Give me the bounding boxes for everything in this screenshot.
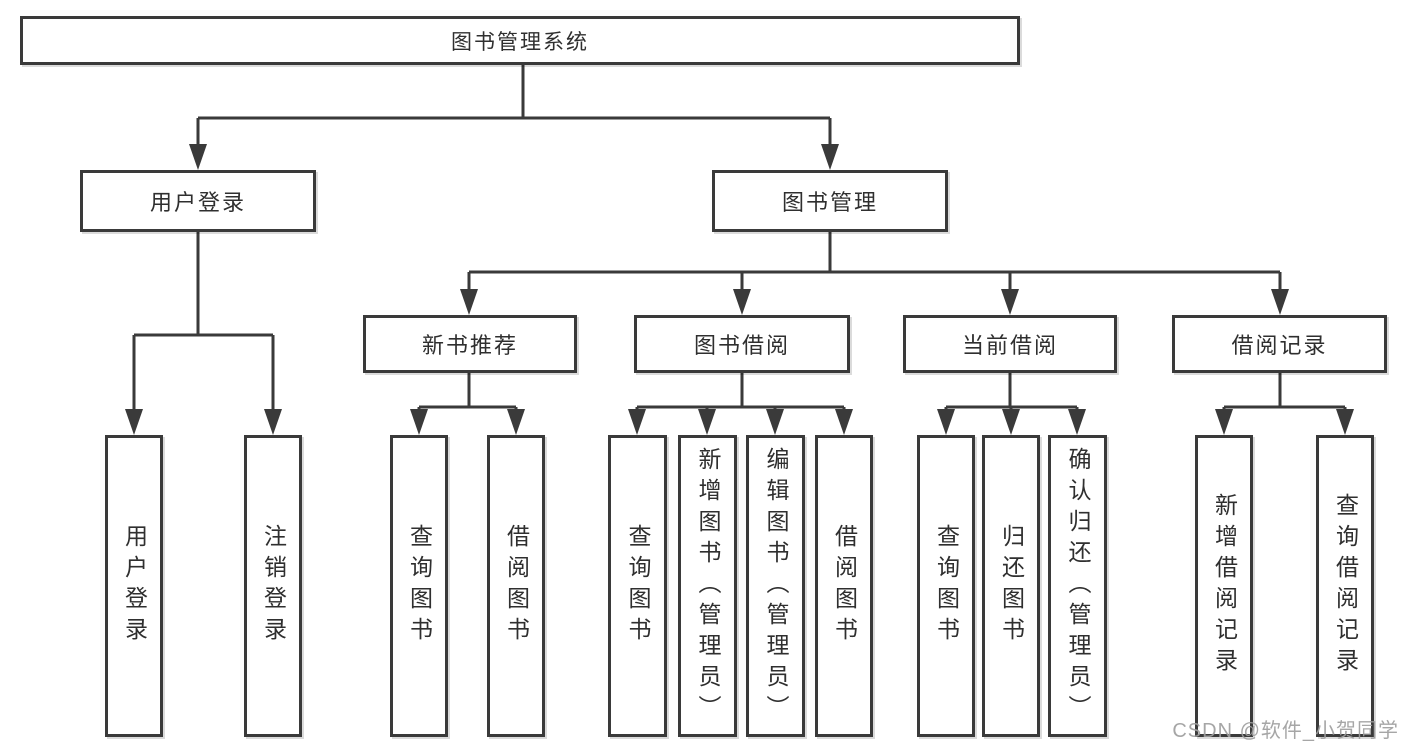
leaf-cb-return-books-label: 归还图书 bbox=[998, 524, 1025, 648]
leaf-bb-borrow-books: 借阅图书 bbox=[815, 435, 873, 737]
leaf-user-login: 用户登录 bbox=[105, 435, 163, 737]
node-book-borrowing: 图书借阅 bbox=[634, 315, 850, 373]
leaf-logout-login: 注销登录 bbox=[244, 435, 302, 737]
leaf-bb-add-books-admin-label: 新增图书（管理员） bbox=[695, 446, 721, 726]
leaf-cb-query-books: 查询图书 bbox=[917, 435, 975, 737]
node-borrowing-records: 借阅记录 bbox=[1172, 315, 1387, 373]
leaf-nb-query-books-label: 查询图书 bbox=[406, 524, 433, 648]
leaf-cb-confirm-return-admin-label: 确认归还（管理员） bbox=[1065, 446, 1091, 726]
node-current-borrowing: 当前借阅 bbox=[903, 315, 1117, 373]
leaf-logout-login-label: 注销登录 bbox=[260, 524, 287, 648]
leaf-br-add-borrow-record-label: 新增借阅记录 bbox=[1211, 493, 1238, 679]
node-new-book-recommendation: 新书推荐 bbox=[363, 315, 577, 373]
leaf-cb-return-books: 归还图书 bbox=[982, 435, 1040, 737]
node-current-borrowing-label: 当前借阅 bbox=[961, 333, 1058, 358]
leaf-cb-confirm-return-admin: 确认归还（管理员） bbox=[1048, 435, 1107, 737]
connector-root bbox=[198, 65, 830, 120]
connector-book-borrowing bbox=[637, 373, 844, 409]
leaf-bb-borrow-books-label: 借阅图书 bbox=[831, 524, 858, 648]
leaf-nb-query-books: 查询图书 bbox=[390, 435, 448, 737]
node-library-system-label: 图书管理系统 bbox=[451, 30, 589, 54]
node-new-book-recommendation-label: 新书推荐 bbox=[421, 333, 518, 358]
leaf-user-login-label: 用户登录 bbox=[121, 524, 148, 648]
arrowhead-user-login bbox=[189, 144, 207, 170]
connector-user-login bbox=[134, 232, 273, 337]
leaf-nb-borrow-books: 借阅图书 bbox=[487, 435, 545, 737]
leaf-bb-query-books: 查询图书 bbox=[608, 435, 667, 737]
leaf-bb-edit-books-admin: 编辑图书（管理员） bbox=[746, 435, 805, 737]
connector-borrowing-records bbox=[1224, 373, 1345, 409]
leaf-nb-borrow-books-label: 借阅图书 bbox=[503, 524, 530, 648]
node-user-login: 用户登录 bbox=[80, 170, 316, 232]
leaf-br-query-borrow-record: 查询借阅记录 bbox=[1316, 435, 1374, 737]
node-book-management-label: 图书管理 bbox=[781, 190, 878, 215]
watermark: CSDN @软件_小贺同学 bbox=[1172, 720, 1399, 742]
leaf-cb-query-books-label: 查询图书 bbox=[933, 524, 960, 648]
connector-current-borrowing bbox=[946, 373, 1077, 409]
node-borrowing-records-label: 借阅记录 bbox=[1231, 333, 1328, 358]
connector-book-management bbox=[469, 232, 1280, 274]
leaf-bb-query-books-label: 查询图书 bbox=[625, 524, 651, 648]
node-book-borrowing-label: 图书借阅 bbox=[693, 333, 790, 358]
leaf-bb-edit-books-admin-label: 编辑图书（管理员） bbox=[763, 446, 789, 726]
leaf-br-add-borrow-record: 新增借阅记录 bbox=[1195, 435, 1253, 737]
leaf-bb-add-books-admin: 新增图书（管理员） bbox=[678, 435, 737, 737]
arrowhead-book-management bbox=[821, 144, 839, 170]
connector-new-book bbox=[419, 373, 516, 409]
node-user-login-label: 用户登录 bbox=[149, 190, 246, 215]
node-library-system: 图书管理系统 bbox=[20, 16, 1020, 65]
leaf-br-query-borrow-record-label: 查询借阅记录 bbox=[1332, 493, 1359, 679]
node-book-management: 图书管理 bbox=[712, 170, 948, 232]
